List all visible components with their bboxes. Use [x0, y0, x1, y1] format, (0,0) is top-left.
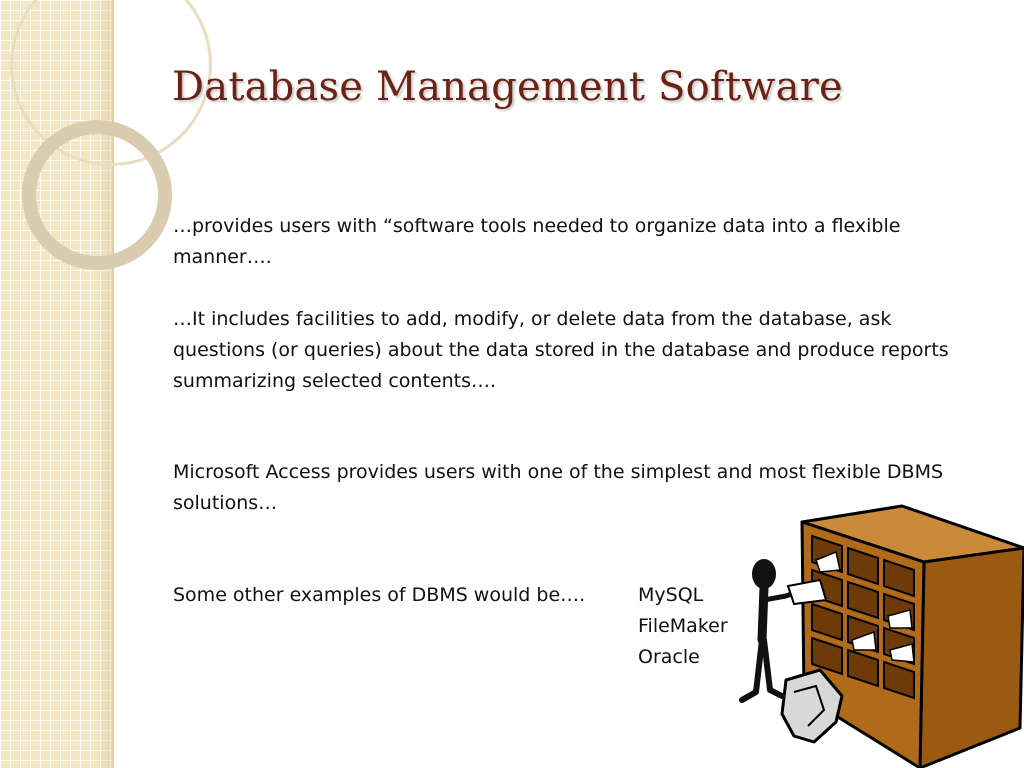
dbms-example-item: MySQL [638, 584, 704, 606]
paragraph-definition: …provides users with “software tools nee… [173, 215, 901, 268]
examples-intro: Some other examples of DBMS would be…. [173, 584, 586, 606]
decorative-ring-inner [22, 120, 172, 270]
dbms-example-item: FileMaker [638, 615, 728, 637]
paragraph-facilities: …It includes facilities to add, modify, … [173, 308, 949, 392]
dbms-example-item: Oracle [638, 646, 700, 668]
decorative-band-edge [112, 0, 114, 768]
dbms-examples-list: MySQL FileMaker Oracle [638, 580, 728, 673]
paragraph-access: Microsoft Access provides users with one… [173, 461, 944, 514]
slide-title: Database Management Software [172, 64, 843, 110]
person-filing-cabinet-icon [739, 504, 1024, 768]
